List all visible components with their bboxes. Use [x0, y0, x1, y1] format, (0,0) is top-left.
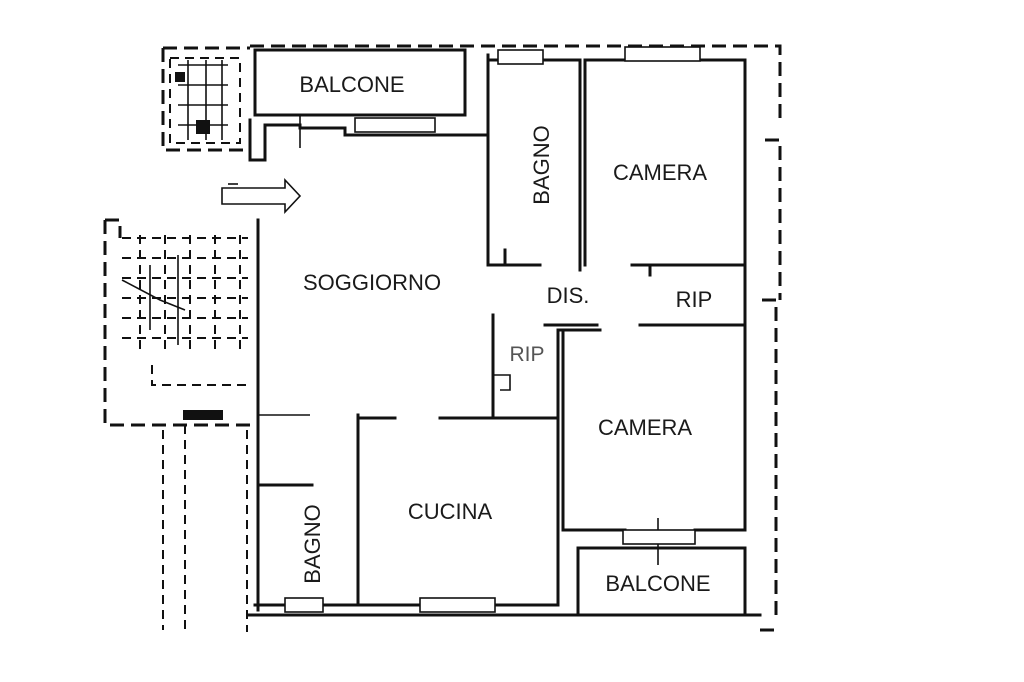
- label-rip-small: RIP: [509, 343, 544, 366]
- label-dis: DIS.: [547, 283, 590, 308]
- windows: [284, 46, 701, 613]
- label-balcone-bottom: BALCONE: [605, 571, 710, 596]
- label-camera-top: CAMERA: [613, 160, 707, 185]
- label-soggiorno: SOGGIORNO: [303, 270, 441, 295]
- window-living-top: [354, 117, 436, 133]
- label-camera-bottom: CAMERA: [598, 415, 692, 440]
- label-cucina: CUCINA: [408, 499, 493, 524]
- walls: [246, 48, 762, 617]
- stair-grid-left: [121, 235, 248, 420]
- label-bagno-bottom: BAGNO: [300, 504, 325, 583]
- entrance-arrow-icon: [221, 177, 302, 215]
- label-balcone-top: BALCONE: [299, 72, 404, 97]
- window-camera-top: [624, 46, 701, 62]
- window-kitchen: [419, 597, 496, 613]
- label-bagno-top: BAGNO: [529, 125, 554, 204]
- label-rip-right: RIP: [676, 287, 713, 312]
- outer-dashed-boundary: [103, 44, 782, 632]
- window-bath-top: [497, 49, 544, 65]
- stair-hatch-top: [169, 57, 241, 144]
- window-bath-bottom: [284, 597, 324, 613]
- window-camera-bottom: [622, 529, 696, 545]
